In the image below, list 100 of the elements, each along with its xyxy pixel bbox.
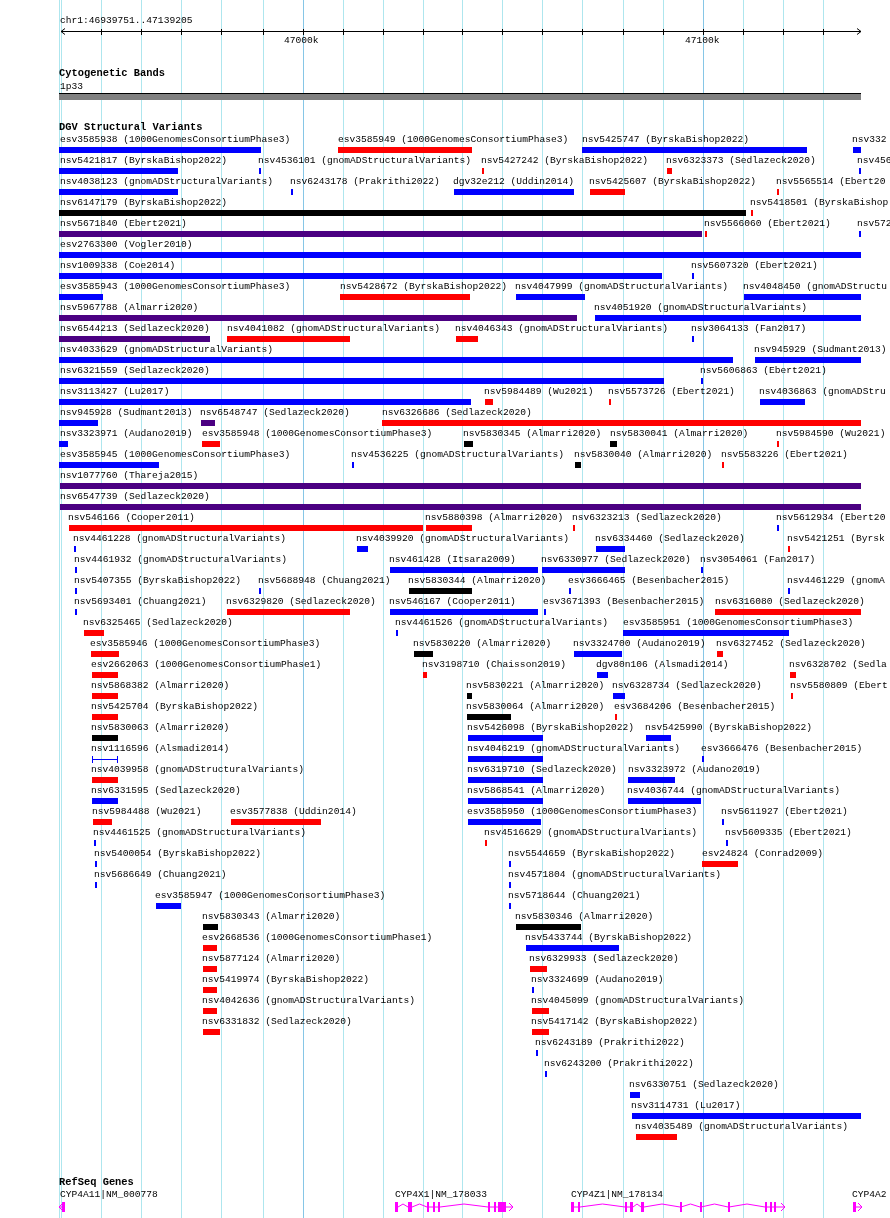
variant-label: nsv6544213 (Sedlazeck2020) bbox=[60, 323, 210, 334]
variant-label: nsv6328734 (Sedlazeck2020) bbox=[612, 680, 762, 691]
variant-label: nsv6321559 (Sedlazeck2020) bbox=[60, 365, 210, 376]
variant-label: esv3585949 (1000GenomesConsortiumPhase3) bbox=[338, 134, 569, 145]
variant-label: nsv6547739 (Sedlazeck2020) bbox=[60, 491, 210, 502]
variant-label: nsv572 bbox=[857, 218, 890, 229]
variant-label: esv24824 (Conrad2009) bbox=[702, 848, 823, 859]
variant-label: nsv5718644 (Chuang2021) bbox=[508, 890, 641, 901]
variant-label: nsv3054061 (Fan2017) bbox=[700, 554, 816, 565]
variant-label: esv2662063 (1000GenomesConsortiumPhase1) bbox=[91, 659, 322, 670]
variant-label: esv3585943 (1000GenomesConsortiumPhase3) bbox=[60, 281, 291, 292]
variant-label: nsv6327452 (Sedlazeck2020) bbox=[716, 638, 866, 649]
variant-label: esv3585945 (1000GenomesConsortiumPhase3) bbox=[60, 449, 291, 460]
variant-label: nsv4045099 (gnomADStructuralVariants) bbox=[531, 995, 745, 1006]
track-title: RefSeq Genes bbox=[59, 1177, 134, 1188]
variant-label: nsv5693401 (Chuang2021) bbox=[74, 596, 207, 607]
variant-label: nsv5607320 (Ebert2021) bbox=[691, 260, 818, 271]
variant-label: nsv6330751 (Sedlazeck2020) bbox=[629, 1079, 779, 1090]
variant-label: nsv6329933 (Sedlazeck2020) bbox=[529, 953, 679, 964]
variant-label: nsv5868382 (Almarri2020) bbox=[91, 680, 230, 691]
variant-label: nsv945929 (Sudmant2013) bbox=[754, 344, 887, 355]
variant-label: nsv6329820 (Sedlazeck2020) bbox=[226, 596, 376, 607]
track-title: DGV Structural Variants bbox=[59, 122, 203, 133]
variant-label: nsv4536101 (gnomADStructuralVariants) bbox=[258, 155, 472, 166]
variant-label: nsv5428672 (ByrskaBishop2022) bbox=[340, 281, 507, 292]
variant-label: nsv5425704 (ByrskaBishop2022) bbox=[91, 701, 258, 712]
variant-label: nsv4041082 (gnomADStructuralVariants) bbox=[227, 323, 441, 334]
variant-label: nsv5830344 (Almarri2020) bbox=[408, 575, 547, 586]
variant-label: nsv1116596 (Alsmadi2014) bbox=[91, 743, 230, 754]
variant-label: nsv5877124 (Almarri2020) bbox=[202, 953, 341, 964]
variant-label: nsv5671840 (Ebert2021) bbox=[60, 218, 187, 229]
variant-label: nsv5606863 (Ebert2021) bbox=[700, 365, 827, 376]
variant-label: nsv6243200 (Prakrithi2022) bbox=[544, 1058, 694, 1069]
variant-label: nsv6331832 (Sedlazeck2020) bbox=[202, 1016, 352, 1027]
variant-label: nsv6328702 (Sedla bbox=[789, 659, 887, 670]
variant-label: esv3585946 (1000GenomesConsortiumPhase3) bbox=[90, 638, 321, 649]
variant-label: nsv4048450 (gnomADStructu bbox=[743, 281, 887, 292]
variant-label: esv3585948 (1000GenomesConsortiumPhase3) bbox=[202, 428, 433, 439]
variant-label: nsv5688948 (Chuang2021) bbox=[258, 575, 391, 586]
variant-label: nsv5984590 (Wu2021) bbox=[776, 428, 886, 439]
variant-label: dgv32e212 (Uddin2014) bbox=[453, 176, 574, 187]
variant-label: nsv5984489 (Wu2021) bbox=[484, 386, 594, 397]
variant-label: nsv5433744 (ByrskaBishop2022) bbox=[525, 932, 692, 943]
variant-label: esv3684206 (Besenbacher2015) bbox=[614, 701, 776, 712]
variant-label: nsv461428 (Itsara2009) bbox=[389, 554, 516, 565]
variant-label: nsv332 bbox=[852, 134, 887, 145]
gene-label: CYP4X1|NM_178033 bbox=[395, 1189, 488, 1200]
variant-label: esv3585950 (1000GenomesConsortiumPhase3) bbox=[467, 806, 698, 817]
variant-label: esv3671393 (Besenbacher2015) bbox=[543, 596, 705, 607]
variant-label: esv3585947 (1000GenomesConsortiumPhase3) bbox=[155, 890, 386, 901]
variant-label: nsv5830220 (Almarri2020) bbox=[413, 638, 552, 649]
variant-label: nsv5686649 (Chuang2021) bbox=[94, 869, 227, 880]
variant-label: esv3666476 (Besenbacher2015) bbox=[701, 743, 863, 754]
variant-label: nsv4046343 (gnomADStructuralVariants) bbox=[455, 323, 669, 334]
tick-label: 47000k bbox=[284, 35, 319, 46]
variant-label: nsv6147179 (ByrskaBishop2022) bbox=[60, 197, 227, 208]
variant-label: nsv5984488 (Wu2021) bbox=[92, 806, 202, 817]
variant-label: nsv3113427 (Lu2017) bbox=[60, 386, 170, 397]
variant-label: nsv5425990 (ByrskaBishop2022) bbox=[645, 722, 812, 733]
variant-label: nsv4461526 (gnomADStructuralVariants) bbox=[395, 617, 609, 628]
variant-label: nsv5544659 (ByrskaBishop2022) bbox=[508, 848, 675, 859]
variant-label: nsv5583226 (Ebert2021) bbox=[721, 449, 848, 460]
variant-label: nsv5421817 (ByrskaBishop2022) bbox=[60, 155, 227, 166]
track-title: Cytogenetic Bands bbox=[59, 68, 165, 79]
variant-label: nsv4051920 (gnomADStructuralVariants) bbox=[594, 302, 808, 313]
variant-label: nsv3324699 (Audano2019) bbox=[531, 974, 664, 985]
variant-label: nsv4033629 (gnomADStructuralVariants) bbox=[60, 344, 274, 355]
variant-label: nsv5967788 (Almarri2020) bbox=[60, 302, 199, 313]
variant-label: nsv4536225 (gnomADStructuralVariants) bbox=[351, 449, 565, 460]
variant-label: nsv5612934 (Ebert20 bbox=[776, 512, 886, 523]
variant-label: esv3577838 (Uddin2014) bbox=[230, 806, 357, 817]
variant-label: nsv5573726 (Ebert2021) bbox=[608, 386, 735, 397]
gene-label: CYP4A2 bbox=[852, 1189, 887, 1200]
variant-label: nsv4036744 (gnomADStructuralVariants) bbox=[627, 785, 841, 796]
variant-label: nsv4042636 (gnomADStructuralVariants) bbox=[202, 995, 416, 1006]
variant-label: nsv1009338 (Coe2014) bbox=[60, 260, 176, 271]
variant-label: nsv5830040 (Almarri2020) bbox=[574, 449, 713, 460]
variant-label: nsv6548747 (Sedlazeck2020) bbox=[200, 407, 350, 418]
variant-label: nsv4039958 (gnomADStructuralVariants) bbox=[91, 764, 305, 775]
variant-label: nsv5417142 (ByrskaBishop2022) bbox=[531, 1016, 698, 1027]
variant-label: esv3585938 (1000GenomesConsortiumPhase3) bbox=[60, 134, 291, 145]
variant-label: nsv6323213 (Sedlazeck2020) bbox=[572, 512, 722, 523]
variant-label: nsv5566060 (Ebert2021) bbox=[704, 218, 831, 229]
variant-label: nsv5830343 (Almarri2020) bbox=[202, 911, 341, 922]
variant-label: nsv5830221 (Almarri2020) bbox=[466, 680, 605, 691]
variant-label: nsv4046219 (gnomADStructuralVariants) bbox=[467, 743, 681, 754]
variant-label: nsv3323972 (Audano2019) bbox=[628, 764, 761, 775]
variant-label: nsv5425607 (ByrskaBishop2022) bbox=[589, 176, 756, 187]
variant-label: nsv4571804 (gnomADStructuralVariants) bbox=[508, 869, 722, 880]
variant-label: nsv4516629 (gnomADStructuralVariants) bbox=[484, 827, 698, 838]
variant-label: nsv6323373 (Sedlazeck2020) bbox=[666, 155, 816, 166]
variant-label: nsv6334460 (Sedlazeck2020) bbox=[595, 533, 745, 544]
variant-label: esv3585951 (1000GenomesConsortiumPhase3) bbox=[623, 617, 854, 628]
gene-label: CYP4Z1|NM_178134 bbox=[571, 1189, 664, 1200]
variant-label: nsv4461932 (gnomADStructuralVariants) bbox=[74, 554, 288, 565]
variant-label: nsv4038123 (gnomADStructuralVariants) bbox=[60, 176, 274, 187]
variant-label: esv3666465 (Besenbacher2015) bbox=[568, 575, 730, 586]
variant-label: nsv5830346 (Almarri2020) bbox=[515, 911, 654, 922]
cytoband-label: 1p33 bbox=[60, 81, 84, 92]
variant-label: nsv5830345 (Almarri2020) bbox=[463, 428, 602, 439]
